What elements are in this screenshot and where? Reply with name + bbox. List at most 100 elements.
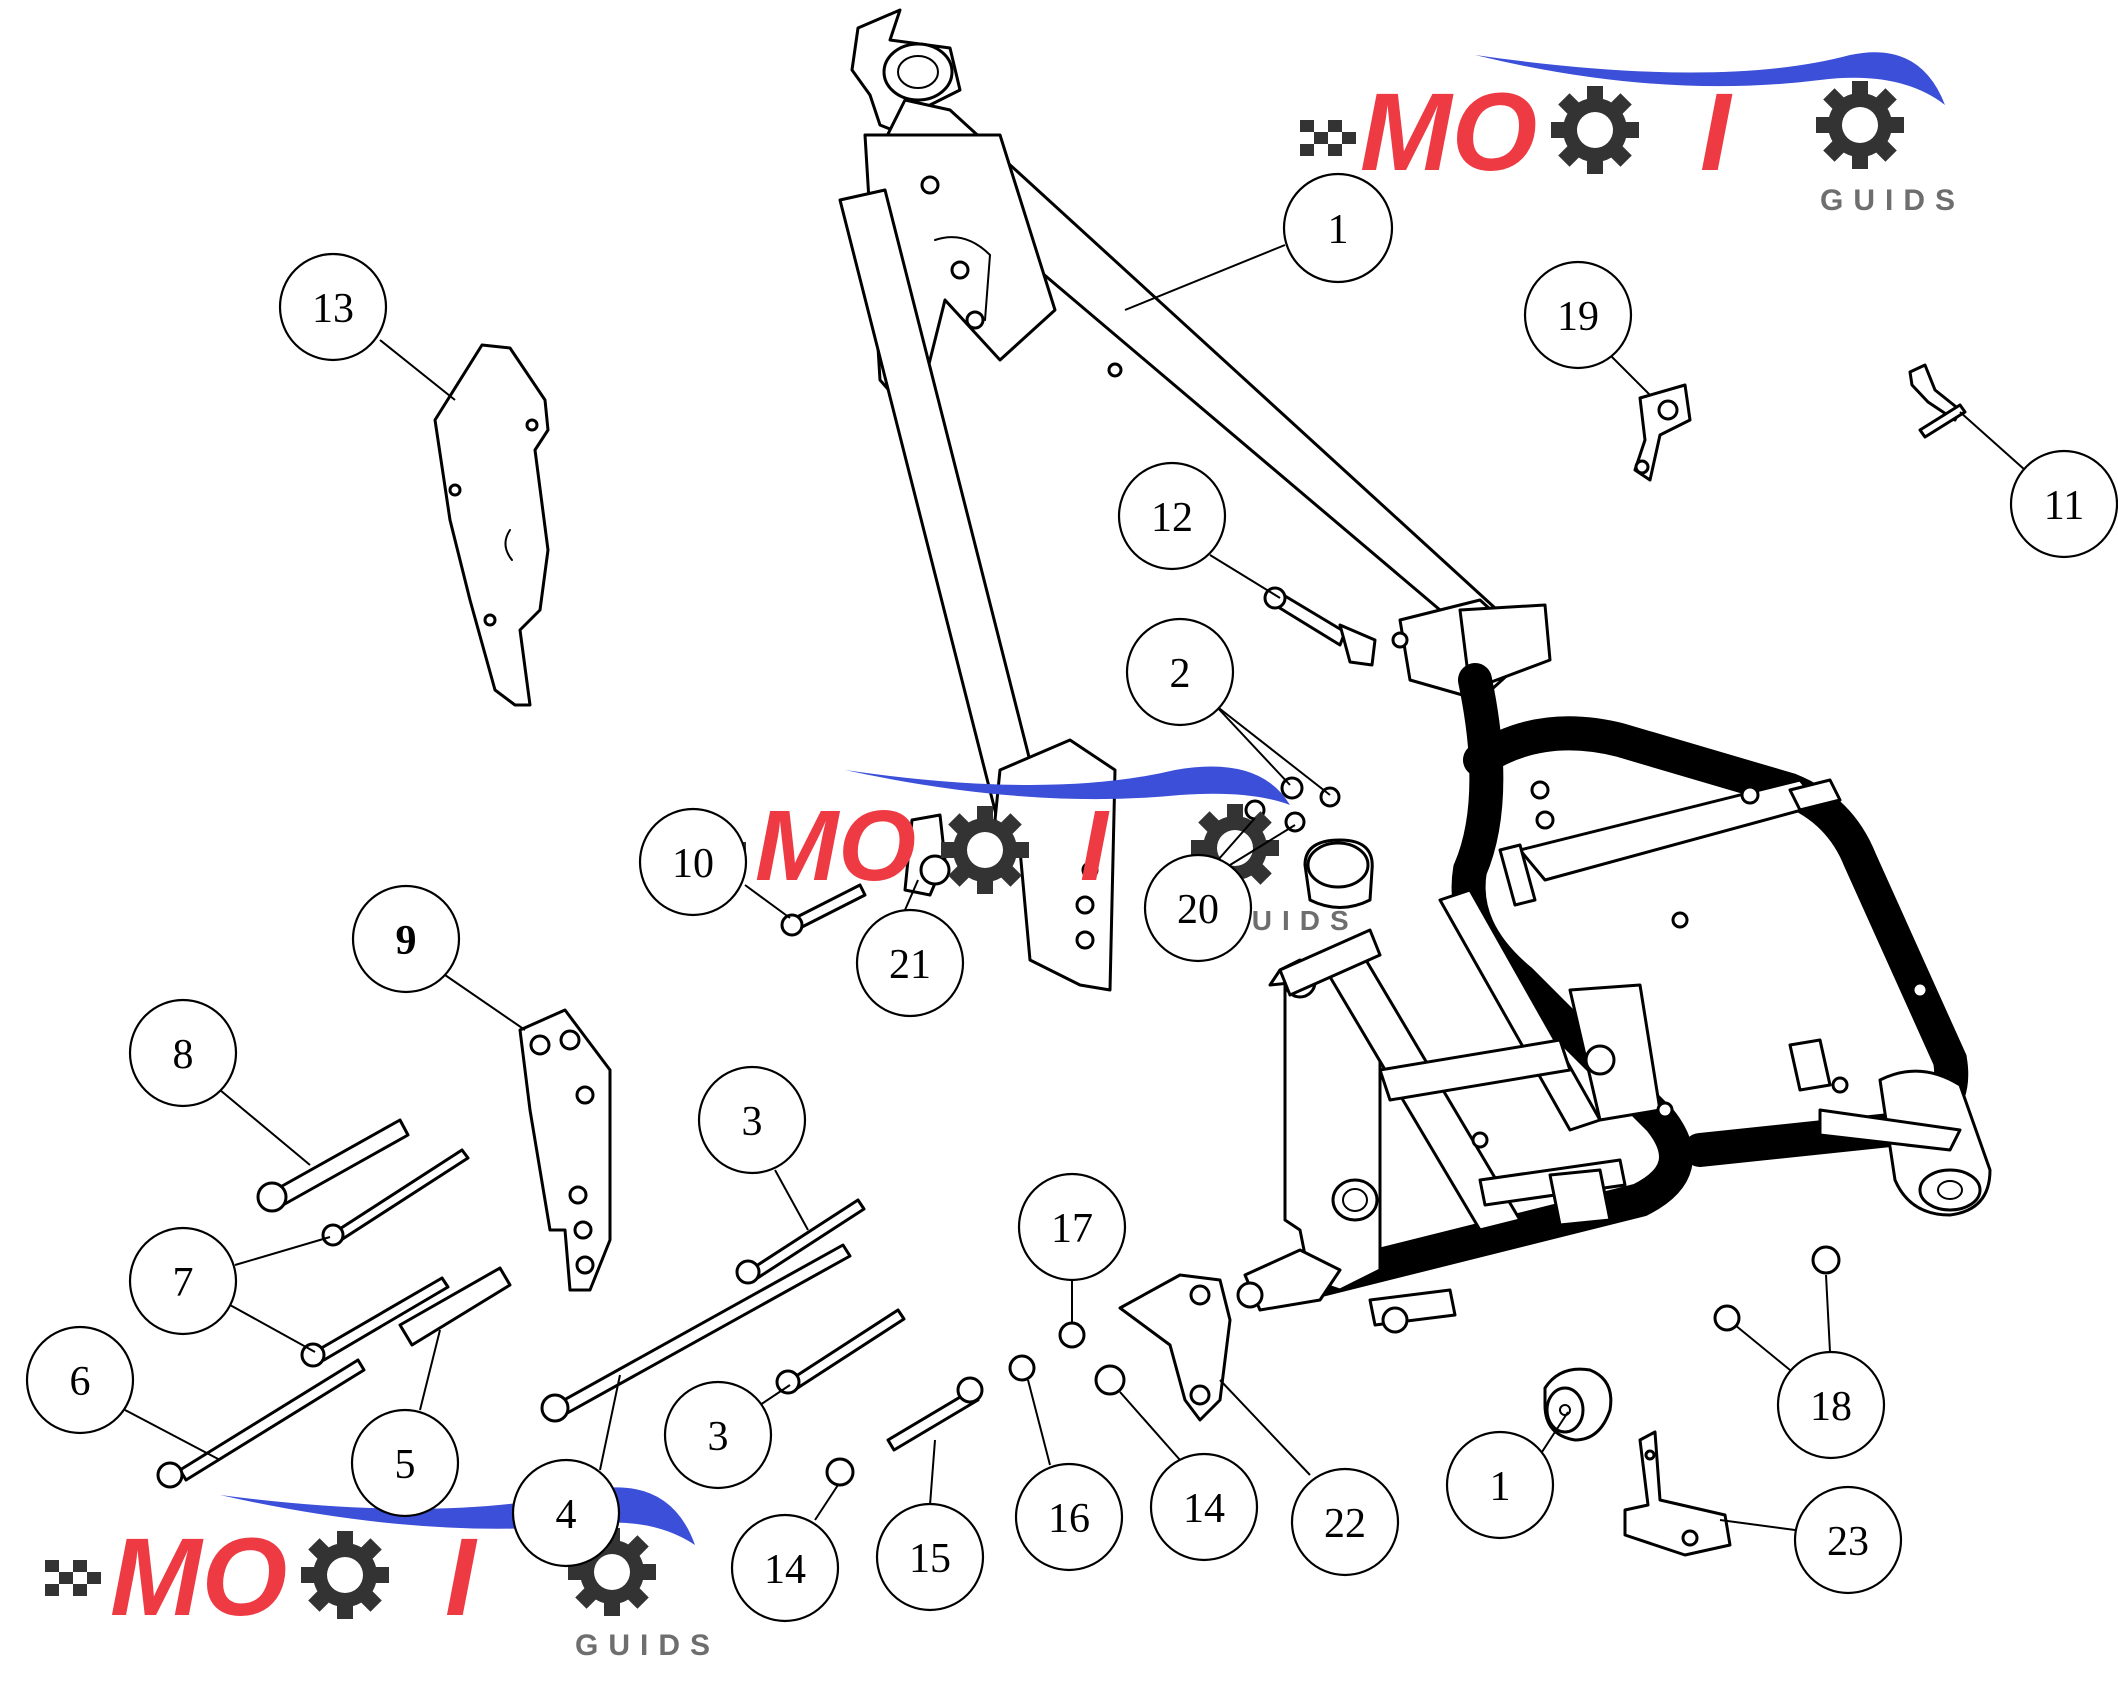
watermark-guids-text-3: GUIDS — [575, 1629, 720, 1662]
callout-circle — [351, 884, 461, 994]
leader-line-c18-0 — [1734, 1324, 1791, 1371]
bracket-part-23 — [1623, 1430, 1732, 1557]
callout-circle — [1523, 260, 1633, 370]
callout-number: 18 — [1810, 1384, 1852, 1430]
callout-number: 12 — [1151, 495, 1193, 541]
leader-line-c7-0 — [234, 1236, 331, 1266]
callout-circle — [25, 1325, 135, 1435]
leader-line-c15-0 — [929, 1439, 936, 1506]
callout-circle — [663, 1380, 773, 1490]
callout-number: 3 — [708, 1414, 729, 1460]
watermark-mo-text-3: MO — [110, 1516, 287, 1639]
bracket-part-22 — [1118, 1273, 1232, 1422]
watermark-mo-text-2: MO — [755, 790, 916, 902]
bolt-part-6 — [156, 1358, 366, 1489]
callout-circle — [1117, 461, 1227, 571]
callout-c23: 23 — [1793, 1485, 1903, 1595]
callout-number: 10 — [672, 841, 714, 887]
callout-c19: 19 — [1523, 260, 1633, 370]
callout-c8: 8 — [128, 998, 238, 1108]
leader-line-c6-0 — [124, 1409, 221, 1461]
heat-shield-part-13 — [433, 343, 550, 707]
callout-c15: 15 — [875, 1502, 985, 1612]
leader-line-c14b-0 — [1119, 1391, 1181, 1461]
callout-circle — [1149, 1452, 1259, 1562]
callout-number: 13 — [312, 286, 354, 332]
bolt-part-10 — [780, 883, 867, 937]
engine-mount-part-9 — [518, 1008, 612, 1292]
callout-number: 15 — [909, 1536, 951, 1582]
bolt-part-12 — [1263, 586, 1377, 667]
leader-line-c1a-0 — [1124, 244, 1286, 311]
nut-part-14a — [825, 1457, 855, 1487]
bracket-part-21 — [903, 813, 951, 897]
leader-line-c20-0 — [1217, 817, 1256, 861]
callout-circle — [1017, 1172, 1127, 1282]
clip-part-11 — [1908, 363, 1967, 439]
leader-line-c5-0 — [419, 1329, 441, 1411]
callout-c1b: 1 — [1445, 1430, 1555, 1540]
callout-c10: 10 — [638, 807, 748, 917]
callout-circle — [730, 1513, 840, 1623]
callout-c21: 21 — [855, 908, 965, 1018]
callout-c2: 2 — [1125, 617, 1235, 727]
callout-circle — [1445, 1430, 1555, 1540]
callout-number: 2 — [1170, 651, 1191, 697]
callout-circle — [875, 1502, 985, 1612]
callout-number: 23 — [1827, 1519, 1869, 1565]
bolt-part-4 — [540, 1243, 852, 1423]
leader-line-c9-0 — [444, 974, 526, 1031]
callout-number: 3 — [742, 1099, 763, 1145]
callout-circle — [2009, 449, 2118, 559]
callout-number: 19 — [1557, 294, 1599, 340]
callout-circle — [350, 1408, 460, 1518]
callout-c18: 18 — [1776, 1350, 1886, 1460]
nut-part-18a — [1713, 1304, 1741, 1332]
leader-line-c19-0 — [1609, 354, 1651, 396]
callout-c7: 7 — [128, 1226, 238, 1336]
callout-c17: 17 — [1017, 1172, 1127, 1282]
callout-c22: 22 — [1290, 1467, 1400, 1577]
leader-line-c16-0 — [1027, 1379, 1051, 1466]
callout-circle — [1014, 1462, 1124, 1572]
callout-number: 14 — [764, 1547, 806, 1593]
callout-circle — [1125, 617, 1235, 727]
leader-line-c11-0 — [1959, 411, 2026, 471]
leader-line-c3b-0 — [759, 1384, 791, 1406]
callout-circle — [1143, 853, 1253, 963]
callout-number: 8 — [173, 1032, 194, 1078]
callout-circle — [278, 252, 388, 362]
bolt-part-15 — [886, 1376, 984, 1452]
callout-circle — [697, 1065, 807, 1175]
callout-circle — [128, 1226, 238, 1336]
callout-c6: 6 — [25, 1325, 135, 1435]
bolt-part-8 — [256, 1118, 410, 1213]
callout-c5: 5 — [350, 1408, 460, 1518]
leader-line-c3a-0 — [774, 1169, 809, 1231]
leader-line-c2-0 — [1214, 704, 1291, 786]
callout-number: 14 — [1183, 1486, 1225, 1532]
callout-circle — [511, 1458, 621, 1568]
washer-part-16 — [1008, 1354, 1036, 1382]
callout-circle — [855, 908, 965, 1018]
callout-number: 22 — [1324, 1501, 1366, 1547]
callout-number: 5 — [395, 1442, 416, 1488]
watermark-top-right: MO I GUIDS — [1300, 52, 1965, 217]
callout-c13: 13 — [278, 252, 388, 362]
watermark-i-glyph-2: I — [1080, 790, 1110, 902]
main-frame — [838, 8, 1992, 1334]
callout-number: 6 — [70, 1359, 91, 1405]
callout-number: 7 — [173, 1260, 194, 1306]
callout-circle — [1282, 172, 1394, 284]
callout-circle — [1776, 1350, 1886, 1460]
leader-line-c12-0 — [1209, 554, 1281, 599]
callout-c3b: 3 — [663, 1380, 773, 1490]
leader-line-c10-0 — [744, 884, 791, 919]
callout-c4: 4 — [511, 1458, 621, 1568]
callout-circle — [1290, 1467, 1400, 1577]
watermark-guids-text: GUIDS — [1820, 184, 1965, 217]
bracket-part-19 — [1633, 383, 1692, 482]
